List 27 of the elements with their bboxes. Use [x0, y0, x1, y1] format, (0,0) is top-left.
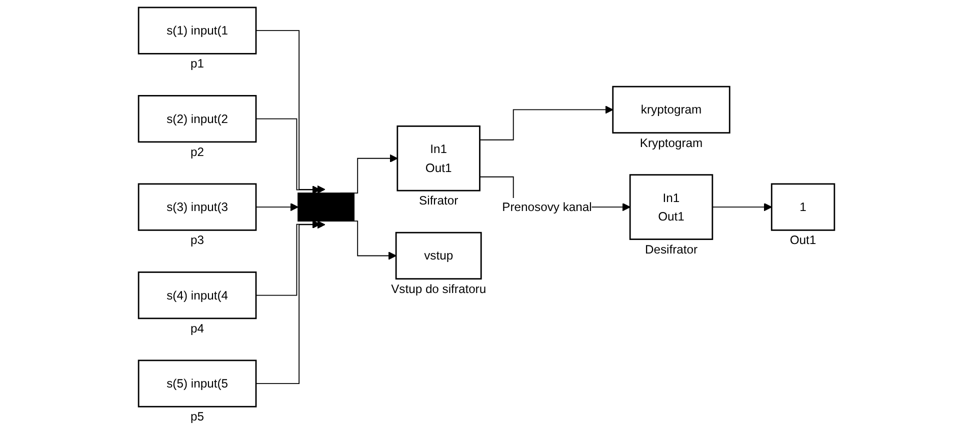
node-box: 1: [770, 183, 836, 231]
block-caption: p2: [190, 144, 204, 159]
node-box: s(2) input(2: [138, 95, 257, 143]
block-caption: p3: [190, 233, 204, 248]
block-caption: p1: [190, 56, 204, 71]
node-box: kryptogram: [612, 86, 730, 134]
block-caption: Desifrator: [644, 242, 698, 256]
arrow: [479, 106, 614, 140]
edge-label: Prenosovy kanal: [502, 200, 592, 214]
arrow: [256, 202, 298, 212]
block-caption: Sifrator: [419, 194, 458, 208]
block-caption: p5: [190, 410, 204, 424]
node-box: s(5) input(5: [138, 360, 257, 408]
node-box: s(3) input(3: [138, 183, 257, 231]
block-caption: Vstup do sifratoru: [391, 282, 486, 296]
arrow: [256, 30, 326, 194]
node-box: s(4) input(4: [138, 271, 257, 320]
block-caption: Kryptogram: [640, 136, 703, 150]
node-box: In1 Out1: [629, 174, 714, 240]
node-box: s(1) input(1: [138, 6, 257, 54]
block-caption: Out1: [790, 233, 816, 248]
arrow: [712, 202, 772, 212]
node-bar: [298, 192, 354, 222]
block-caption: p4: [190, 321, 204, 336]
node-box: In1 Out1: [396, 125, 480, 192]
node-box: vstup: [395, 232, 482, 280]
arrow: [256, 220, 326, 384]
